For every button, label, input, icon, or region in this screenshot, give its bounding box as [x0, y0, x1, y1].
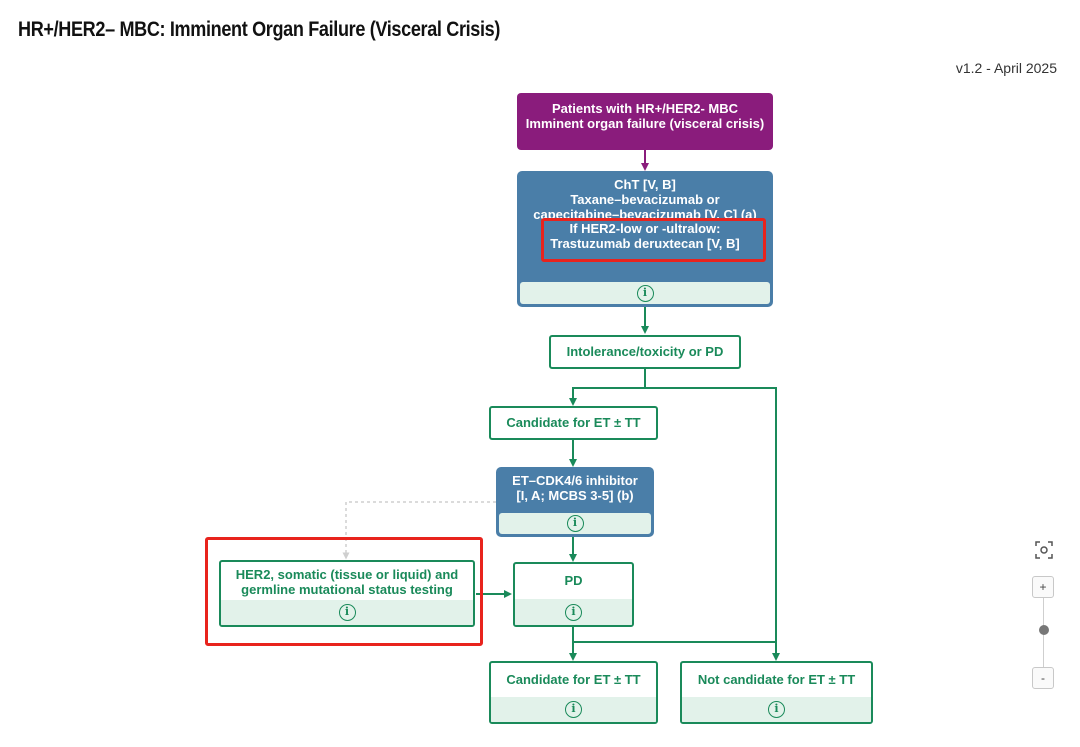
pd-label: PD [564, 573, 583, 588]
cht-info-strip[interactable]: i [520, 282, 770, 304]
intolerance-label: Intolerance/toxicity or PD [566, 344, 724, 359]
candidate-bottom-info-strip[interactable]: i [491, 697, 656, 722]
testing-box[interactable]: HER2, somatic (tissue or liquid) and ger… [219, 560, 475, 627]
info-icon[interactable]: i [636, 284, 654, 302]
not-candidate-info-strip[interactable]: i [682, 697, 871, 722]
cht-line2: Taxane–bevacizumab or [570, 192, 720, 207]
cht-line1: ChT [V, B] [614, 177, 676, 192]
info-icon[interactable]: i [338, 604, 356, 621]
her2-low-line1: If HER2-low or -ultralow: [569, 221, 721, 236]
pd-info-strip[interactable]: i [515, 599, 632, 625]
candidate-bottom-box[interactable]: Candidate for ET ± TT i [489, 661, 658, 724]
testing-info-strip[interactable]: i [221, 600, 473, 625]
patients-line1: Patients with HR+/HER2- MBC [552, 101, 738, 116]
info-icon[interactable]: i [768, 701, 785, 718]
cdk-info-strip[interactable]: i [499, 513, 651, 534]
arrow-intolerance-to-not-candidate [645, 387, 780, 661]
cdk-line2: [I, A; MCBS 3-5] (b) [516, 488, 634, 503]
candidate-top-label: Candidate for ET ± TT [506, 415, 641, 430]
testing-line1: HER2, somatic (tissue or liquid) and [235, 567, 459, 582]
zoom-out-button[interactable]: - [1032, 667, 1054, 689]
fit-screen-icon[interactable] [1035, 541, 1053, 559]
candidate-top-box[interactable]: Candidate for ET ± TT [489, 406, 658, 440]
cht-line3: capecitabine–bevacizumab [V, C] (a) [533, 207, 757, 219]
page-title: HR+/HER2– MBC: Imminent Organ Failure (V… [18, 18, 501, 41]
not-candidate-label: Not candidate for ET ± TT [697, 672, 856, 687]
dotted-cdk-to-testing [342, 501, 496, 560]
version-label: v1.2 - April 2025 [955, 60, 1057, 76]
info-icon[interactable]: i [565, 701, 582, 718]
patients-line2: Imminent organ failure (visceral crisis) [525, 116, 765, 131]
cdk-box[interactable]: ET–CDK4/6 inhibitor [I, A; MCBS 3-5] (b)… [496, 467, 654, 537]
pd-box[interactable]: PD i [513, 562, 634, 627]
info-icon[interactable]: i [565, 603, 582, 621]
testing-line2: germline mutational status testing [241, 582, 453, 597]
info-icon[interactable]: i [566, 515, 584, 532]
candidate-bottom-label: Candidate for ET ± TT [506, 672, 641, 687]
patients-box[interactable]: Patients with HR+/HER2- MBC Imminent org… [517, 93, 773, 150]
intolerance-box[interactable]: Intolerance/toxicity or PD [549, 335, 741, 369]
not-candidate-box[interactable]: Not candidate for ET ± TT i [680, 661, 873, 724]
arrow-intolerance-to-candidate [569, 369, 646, 406]
zoom-in-button[interactable]: + [1032, 576, 1054, 598]
cdk-line1: ET–CDK4/6 inhibitor [512, 473, 638, 488]
zoom-slider-handle[interactable] [1039, 625, 1049, 635]
cht-box[interactable]: ChT [V, B] Taxane–bevacizumab or capecit… [517, 171, 773, 307]
her2-low-line2: Trastuzumab deruxtecan [V, B] [550, 236, 740, 251]
